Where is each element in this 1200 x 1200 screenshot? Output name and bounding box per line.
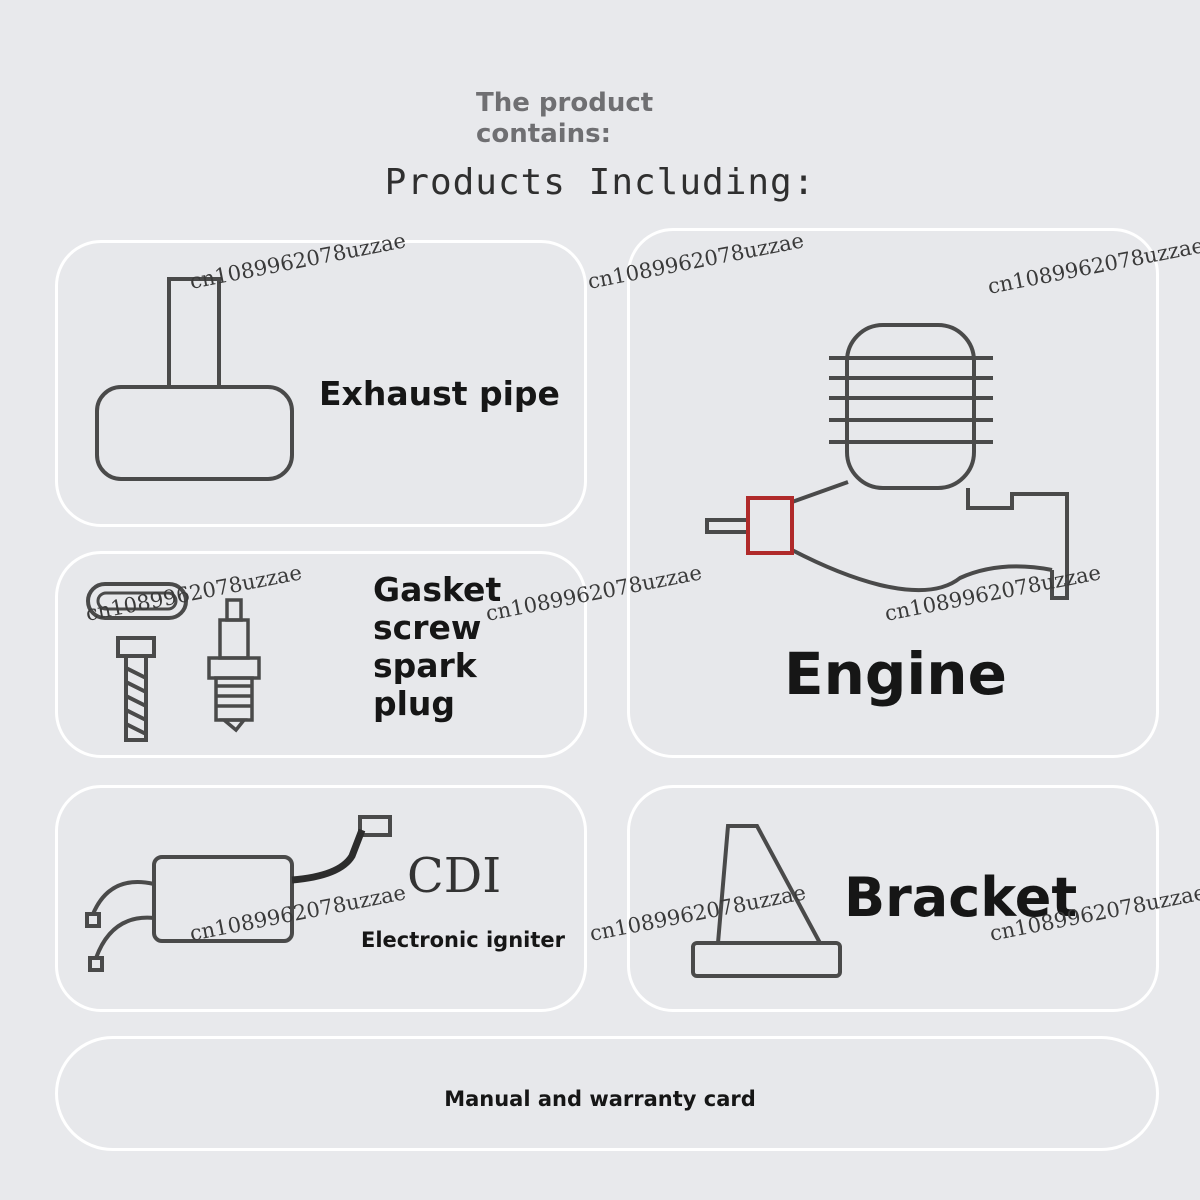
page-title: Products Including:: [384, 162, 816, 203]
exhaust-pipe-label: Exhaust pipe: [319, 374, 560, 413]
cdi-subtitle: Electronic igniter: [361, 928, 565, 952]
spark-plug-icon: [207, 598, 261, 733]
engine-panel: [627, 228, 1159, 758]
screw-label: screw: [373, 608, 482, 647]
cdi-title: CDI: [407, 848, 502, 904]
bracket-label: Bracket: [844, 866, 1078, 929]
screw-icon: [116, 636, 156, 742]
engine-icon: [705, 323, 1069, 600]
plug-label: plug: [373, 684, 456, 723]
gasket-screw-plug-panel: [55, 551, 587, 758]
bracket-icon: [691, 824, 842, 978]
cdi-igniter-icon: [85, 815, 392, 972]
product-contains-caption: The product contains:: [476, 88, 654, 149]
exhaust-pipe-icon: [95, 277, 294, 481]
gasket-label: Gasket: [373, 570, 502, 609]
manual-panel: [55, 1036, 1159, 1151]
manual-label: Manual and warranty card: [444, 1087, 756, 1111]
spark-label: spark: [373, 646, 477, 685]
engine-label: Engine: [784, 640, 1007, 708]
cdi-panel: [55, 785, 587, 1012]
engine-carburetor-highlight: [746, 496, 794, 555]
gasket-icon: [86, 582, 188, 620]
